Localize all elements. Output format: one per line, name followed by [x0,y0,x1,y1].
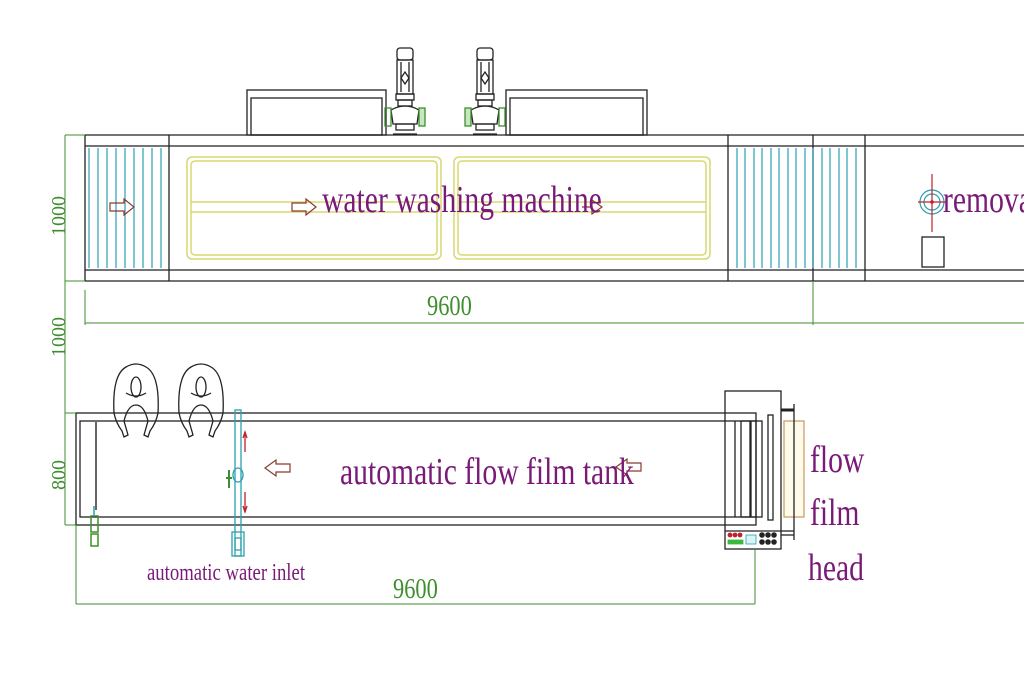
flow-film-tank-view [64,363,805,605]
arrow-right-icon [291,197,317,217]
pump-icon [384,47,426,135]
flow-film-head [724,390,805,550]
water-inlet-pipe [226,409,248,557]
spray-bars-inlet [88,148,162,268]
operator-icon [113,363,159,438]
spray-bars-rinse [736,148,857,268]
removal-box [921,236,945,268]
height-dimension-bottom: 800 [48,460,70,490]
removal-label: removal [943,179,1024,221]
arrow-right-icon [109,197,135,217]
removal-target-icon [918,174,946,232]
wash-tank-frame-2 [453,156,711,260]
operator-icon [178,363,224,438]
length-dimension-bottom: 9600 [393,574,438,605]
arrow-left-icon [614,457,642,477]
pump-icon [464,47,506,135]
gap-dimension: 1000 [48,317,70,357]
arrow-right-icon [582,198,604,216]
flow-film-head-label-line3: head [808,547,864,589]
flow-film-head-label-line1: flow [810,439,865,481]
tank-housing-right [505,89,648,136]
flow-film-tank-label: automatic flow film tank [340,451,634,493]
drain-valve-icon [90,506,99,547]
flow-film-head-label-line2: film [810,492,860,534]
length-dimension-top: 9600 [427,291,472,322]
water-inlet-label: automatic water inlet [147,560,306,586]
washing-machine-label: water washing machine [322,179,602,221]
arrow-left-icon [263,458,291,478]
control-panel [727,532,777,545]
dimension-lines-bottom [64,405,756,605]
dimension-lines-top [64,134,1024,405]
tank-body [75,412,757,526]
tank-housing-left [246,89,387,136]
washing-machine-top-view [64,47,1024,405]
height-dimension-top: 1000 [48,196,70,236]
wash-tank-frame-1 [186,156,442,260]
